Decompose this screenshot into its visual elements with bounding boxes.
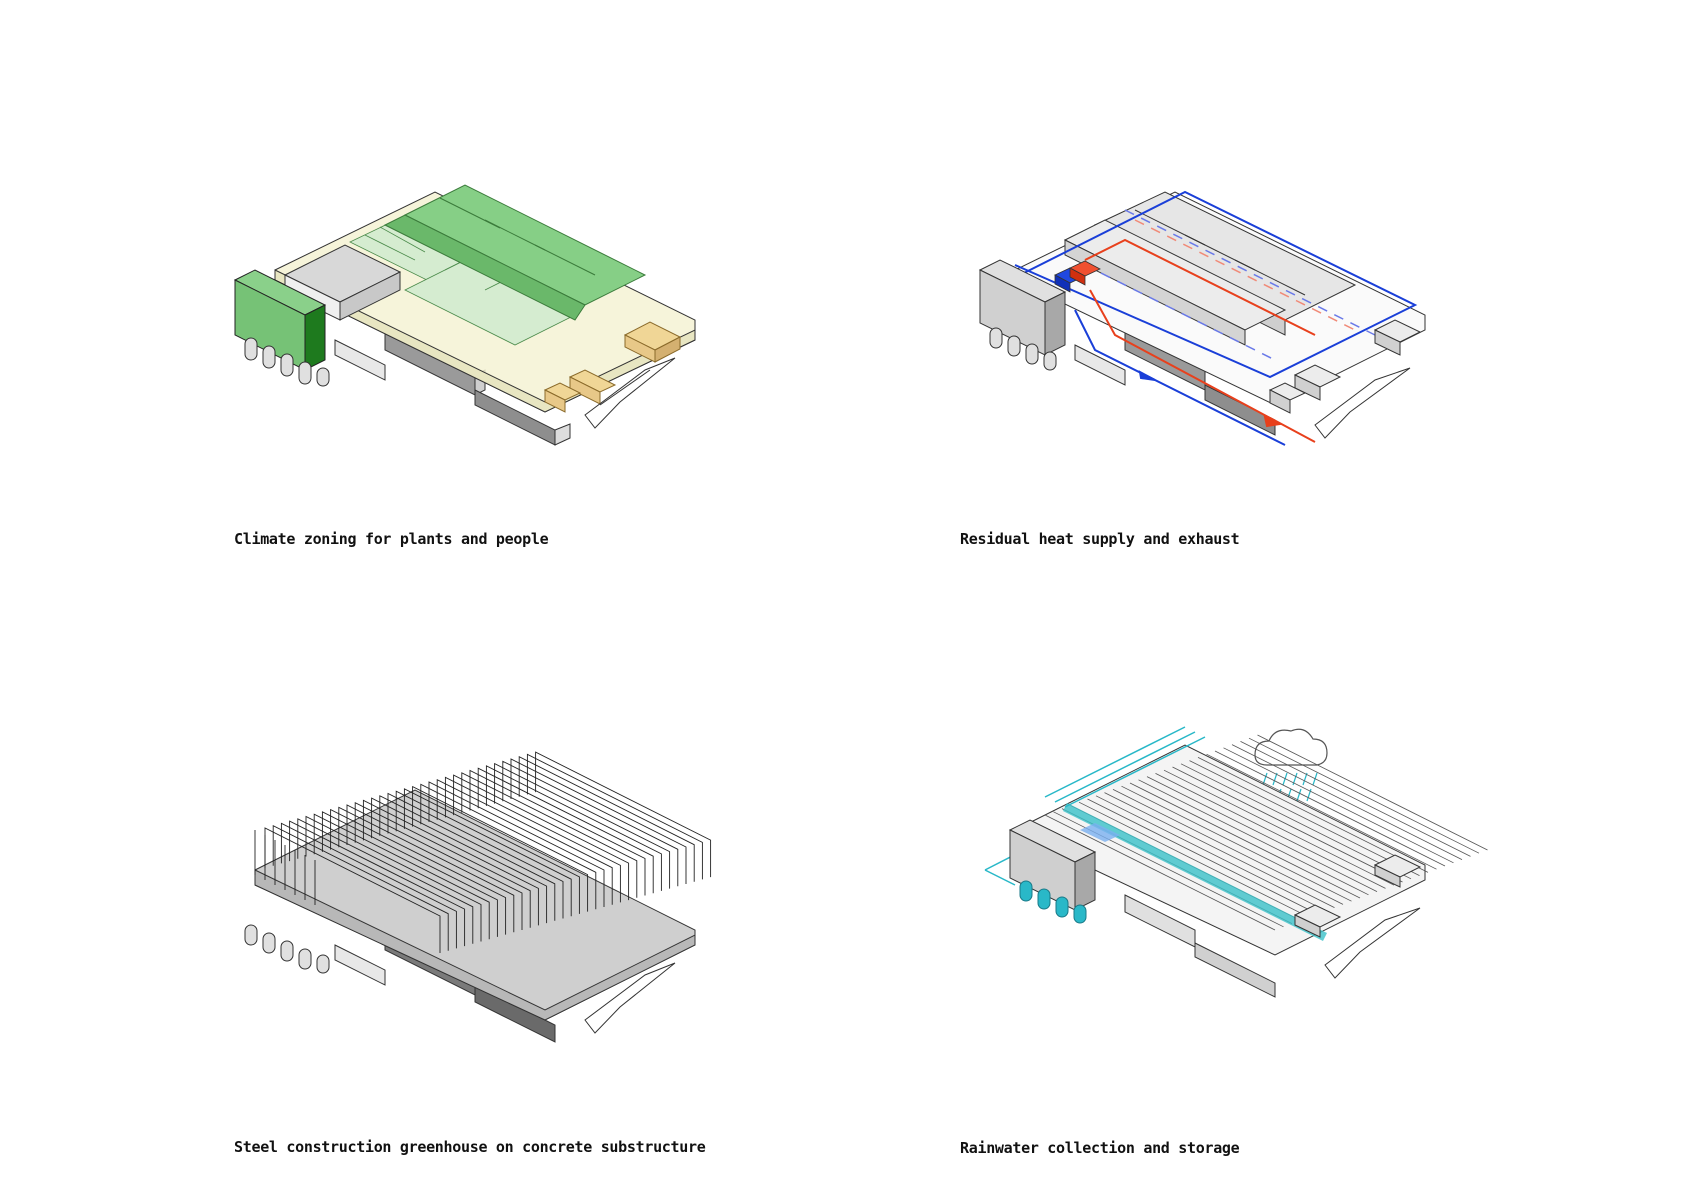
service-boxes — [1293, 854, 1422, 938]
gutter-line — [1121, 785, 1352, 902]
steel-frame — [297, 818, 474, 944]
gutter-line — [1223, 747, 1454, 864]
heat-dash — [1134, 219, 1356, 331]
steel-construction-drawing — [244, 751, 712, 1043]
people-zone-boxes — [543, 321, 682, 413]
gutter-line — [1146, 776, 1378, 892]
rainwater-drawing — [984, 726, 1488, 998]
exhaust-line — [1014, 190, 1418, 446]
gutter-line — [1095, 795, 1327, 912]
steel-frame — [330, 808, 507, 935]
steel-frame — [272, 824, 449, 951]
support-columns — [244, 337, 330, 387]
service-boxes — [1268, 319, 1422, 414]
greenhouse-blocks — [1063, 191, 1357, 346]
greenhouse-roof — [254, 789, 696, 1021]
gutter-line — [1112, 789, 1344, 905]
steel-frame — [387, 792, 564, 919]
steel-frame — [313, 813, 490, 940]
concrete-wall — [1008, 819, 1097, 911]
gutter-line — [1104, 792, 1335, 908]
gutter-line — [1078, 801, 1310, 918]
steel-frame — [321, 811, 498, 937]
gutter-line — [1197, 757, 1429, 873]
gutter-line — [1129, 782, 1361, 899]
support-columns — [989, 327, 1057, 371]
substructure — [1124, 894, 1276, 998]
steel-frame — [338, 806, 515, 933]
heat-supply-line — [1084, 238, 1316, 443]
steel-frame — [485, 765, 662, 891]
ramp — [584, 357, 676, 429]
concrete-wall — [978, 259, 1067, 356]
steel-frame — [502, 760, 679, 887]
steel-frame — [420, 783, 597, 910]
support-columns — [244, 924, 330, 974]
tank-highlight — [1080, 823, 1120, 842]
gutter-line — [1044, 814, 1276, 931]
gutter-line — [1163, 769, 1395, 886]
steel-frame — [403, 788, 580, 914]
steel-frames — [254, 751, 712, 953]
gutter-line — [1248, 737, 1480, 854]
storage-tanks — [1019, 880, 1087, 924]
steel-frame — [477, 767, 654, 894]
gutter-line — [1172, 766, 1403, 883]
steel-frame — [280, 822, 457, 949]
steel-frame — [428, 781, 605, 907]
caption-steel-construction: Steel construction greenhouse on concret… — [234, 1138, 706, 1156]
steel-frame — [510, 758, 687, 884]
heat-exchangers — [1054, 260, 1101, 293]
steel-frame — [362, 799, 539, 926]
residual-heat-diagram — [955, 180, 1455, 490]
steel-frame — [289, 820, 466, 947]
gutter-line — [1180, 763, 1412, 880]
gutter-line — [1257, 734, 1488, 851]
rainwater-diagram — [945, 715, 1488, 1015]
gutter-line — [1138, 779, 1369, 896]
gutter-line — [1087, 798, 1318, 915]
steel-frame — [346, 804, 523, 930]
climate-zoning-drawing — [233, 184, 696, 446]
steel-frame — [494, 762, 671, 889]
steel-frame — [379, 795, 556, 921]
steel-frame — [305, 815, 482, 942]
steel-frame — [354, 801, 531, 928]
steel-frame — [412, 785, 589, 912]
steel-frame — [469, 769, 646, 896]
substructure — [334, 329, 571, 446]
steel-frame — [535, 751, 712, 878]
steel-frame — [453, 774, 630, 901]
gutter-line — [1214, 750, 1446, 867]
steel-frame — [395, 790, 572, 917]
climate-zoning-diagram — [225, 180, 725, 460]
gutter-line — [1189, 760, 1420, 876]
caption-rainwater: Rainwater collection and storage — [960, 1139, 1240, 1157]
caption-residual-heat: Residual heat supply and exhaust — [960, 530, 1240, 548]
gutter-line — [1155, 773, 1386, 889]
steel-frame — [444, 776, 621, 903]
steel-frame — [436, 778, 613, 905]
steel-frame — [461, 772, 638, 898]
steel-frame — [518, 755, 695, 882]
caption-climate-zoning: Climate zoning for plants and people — [234, 530, 549, 548]
ramp — [1314, 367, 1411, 439]
gutter-line — [1240, 741, 1471, 857]
steel-construction-diagram — [225, 751, 725, 1060]
green-plant-zones — [383, 184, 647, 321]
substructure — [1074, 329, 1276, 436]
steel-frame — [526, 753, 703, 880]
ramp — [1324, 907, 1421, 979]
residual-heat-drawing — [978, 190, 1426, 446]
ramp — [584, 962, 676, 1034]
steel-frame — [371, 797, 548, 924]
gutter-line — [1206, 753, 1437, 870]
gutter-line — [1231, 744, 1463, 860]
